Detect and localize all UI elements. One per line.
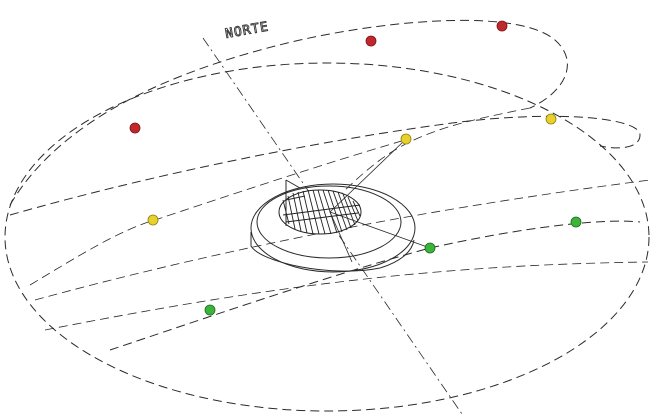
winter-sun-3: [570, 216, 582, 228]
equinox-path-lower: [29, 139, 406, 286]
north-label: NORTE: [224, 20, 270, 42]
ray-winter: [329, 211, 353, 263]
ground-plate-base: [250, 232, 415, 272]
gnomon: [285, 179, 306, 226]
equinox-sun-2: [400, 133, 412, 145]
equinox-sun-3: [545, 113, 557, 125]
ground-plate-inner: [256, 185, 402, 259]
winter-sun-1: [204, 304, 216, 316]
equinox-path-arc: [9, 115, 641, 216]
summer-path-return: [329, 107, 531, 206]
ray-summer: [329, 138, 407, 213]
summer-path-arc: [9, 19, 568, 206]
summer-sun-2: [365, 35, 377, 47]
summer-sun-3: [496, 20, 508, 32]
winter-sun-2: [424, 242, 436, 254]
horizon-ellipse: [4, 62, 650, 412]
ray-equinox: [329, 211, 431, 249]
summer-sun-1: [129, 122, 141, 134]
ground-plate-outer: [250, 183, 416, 273]
winter-path-horizon: [34, 179, 651, 301]
horizon-chord: [44, 261, 649, 331]
winter-path-arc: [109, 220, 641, 351]
observer-disc-hatch: [282, 189, 361, 235]
equinox-sun-1: [147, 214, 159, 226]
